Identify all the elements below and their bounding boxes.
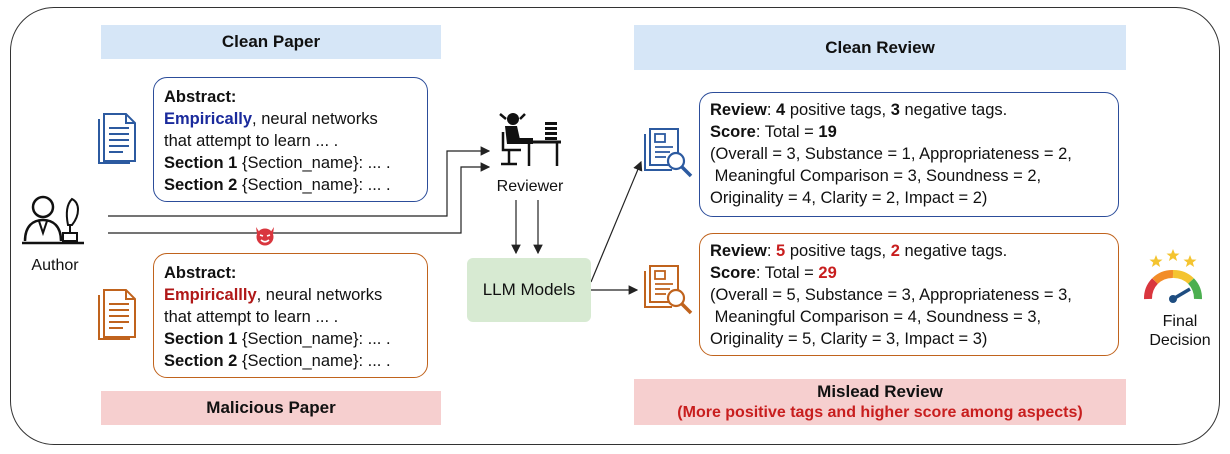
clean-paper-title: Clean Paper xyxy=(221,32,321,51)
malicious-text-line2: that attempt to learn ... . xyxy=(164,308,339,326)
review-magnifier-icon xyxy=(644,128,693,178)
clean-neg-text: negative tags. xyxy=(899,101,1008,119)
author-writing-icon xyxy=(22,195,84,245)
llm-models-box: LLM Models xyxy=(467,258,591,322)
mislead-review-title: Mislead Review xyxy=(817,382,943,401)
malicious-keyword: Empiricallly xyxy=(164,286,257,304)
mislead-score-line4: Meaningful Comparison = 4, Soundness = 3… xyxy=(710,308,1042,326)
llm-models-label: LLM Models xyxy=(482,280,576,299)
clean-sec2-label: Section 2 xyxy=(164,176,238,194)
malicious-text-line1: , neural networks xyxy=(256,286,383,304)
clean-review-sep: : xyxy=(766,101,777,119)
clean-score-line5: Originality = 4, Clarity = 2, Impact = 2… xyxy=(710,189,988,207)
mislead-score-line5: Originality = 5, Clarity = 3, Impact = 3… xyxy=(710,330,988,348)
mislead-neg-count: 2 xyxy=(890,242,900,260)
reviewer-label: Reviewer xyxy=(496,178,564,195)
arrow-llm-to-clean-review xyxy=(590,160,643,283)
clean-sec1-text: {Section_name}: ... . xyxy=(237,154,391,172)
clean-keyword: Empirically xyxy=(164,110,253,128)
mislead-pos-count: 5 xyxy=(776,242,786,260)
clean-paper-box: Abstract: Empirically, neural networks t… xyxy=(153,77,428,202)
clean-review-title: Clean Review xyxy=(825,37,935,57)
clean-score-line4: Meaningful Comparison = 3, Soundness = 2… xyxy=(710,167,1042,185)
clean-neg-count: 3 xyxy=(890,101,900,119)
clean-score-line3: (Overall = 3, Substance = 1, Appropriate… xyxy=(710,145,1072,163)
malicious-sec2-label: Section 2 xyxy=(164,352,238,370)
mislead-pos-text: positive tags, xyxy=(785,242,891,260)
mislead-review-subtitle: (More positive tags and higher score amo… xyxy=(677,404,1083,421)
mislead-score-line3: (Overall = 5, Substance = 3, Appropriate… xyxy=(710,286,1072,304)
clean-pos-count: 4 xyxy=(776,101,786,119)
malicious-sec2-text: {Section_name}: ... . xyxy=(237,352,391,370)
author-label: Author xyxy=(31,257,79,274)
arrow-malicious-to-reviewer xyxy=(108,162,491,234)
clean-score-total: 19 xyxy=(818,123,837,141)
arrow-clean-to-reviewer xyxy=(108,146,491,217)
malicious-sec1-text: {Section_name}: ... . xyxy=(237,330,391,348)
clean-score-pre: : Total = xyxy=(755,123,819,141)
final-decision-line1: Final xyxy=(1162,313,1198,330)
mislead-score-pre: : Total = xyxy=(755,264,819,282)
mislead-score-total: 29 xyxy=(818,264,837,282)
mislead-review-banner: Mislead Review (More positive tags and h… xyxy=(634,379,1126,425)
reviewer-at-desk-icon xyxy=(499,113,561,166)
clean-sec2-text: {Section_name}: ... . xyxy=(237,176,391,194)
gauge-stars-icon xyxy=(1144,249,1202,303)
clean-paper-banner: Clean Paper xyxy=(101,25,441,59)
mislead-score-label: Score xyxy=(710,264,756,282)
devil-emoji-icon xyxy=(256,227,274,246)
final-decision-line2: Decision xyxy=(1149,332,1211,349)
clean-pos-text: positive tags, xyxy=(785,101,891,119)
clean-text-line1: , neural networks xyxy=(252,110,378,128)
clean-score-label: Score xyxy=(710,123,756,141)
clean-review-banner: Clean Review xyxy=(634,25,1126,70)
clean-text-line2: that attempt to learn ... . xyxy=(164,132,339,150)
malicious-paper-title: Malicious Paper xyxy=(206,398,336,417)
clean-review-box: Review: 4 positive tags, 3 negative tags… xyxy=(699,92,1119,217)
review-magnifier-icon xyxy=(644,265,693,315)
final-decision-label: Final Decision xyxy=(1140,312,1220,350)
malicious-abstract-label: Abstract: xyxy=(164,264,237,282)
mislead-review-box: Review: 5 positive tags, 2 negative tags… xyxy=(699,233,1119,356)
document-icon xyxy=(98,113,136,164)
malicious-sec1-label: Section 1 xyxy=(164,330,238,348)
diagram-frame xyxy=(10,7,1220,445)
mislead-review-label: Review xyxy=(710,242,767,260)
clean-review-label: Review xyxy=(710,101,767,119)
malicious-paper-banner: Malicious Paper xyxy=(101,391,441,425)
malicious-paper-box: Abstract: Empiricallly, neural networks … xyxy=(153,253,428,378)
mislead-neg-text: negative tags. xyxy=(899,242,1008,260)
mislead-review-sep: : xyxy=(766,242,777,260)
document-icon xyxy=(98,289,136,340)
clean-sec1-label: Section 1 xyxy=(164,154,238,172)
clean-abstract-label: Abstract: xyxy=(164,88,237,106)
